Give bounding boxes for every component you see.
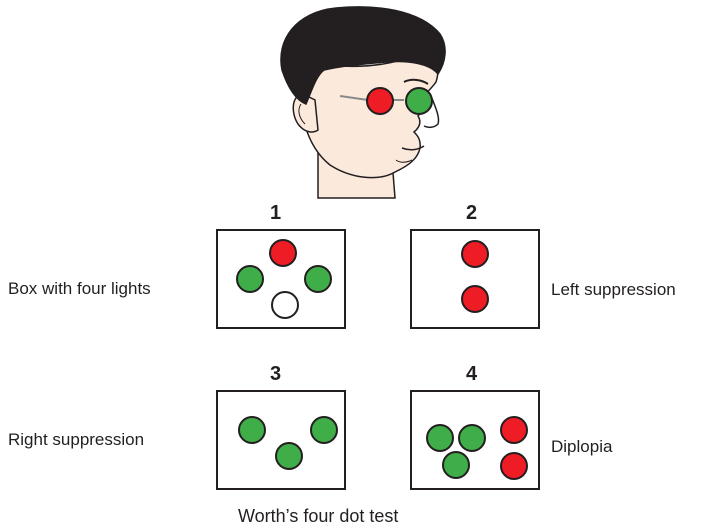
red-dot bbox=[500, 416, 528, 444]
person-wearing-red-green-glasses-icon bbox=[280, 6, 446, 199]
green-dot bbox=[238, 416, 266, 444]
panel-4-box bbox=[410, 390, 540, 490]
panel-1-number: 1 bbox=[270, 202, 282, 224]
panel-4-number: 4 bbox=[466, 363, 478, 385]
green-dot bbox=[310, 416, 338, 444]
red-dot bbox=[461, 240, 489, 268]
panel-3-box bbox=[216, 390, 346, 490]
red-dot bbox=[500, 452, 528, 480]
panel-2-box bbox=[410, 229, 540, 329]
green-dot bbox=[304, 265, 332, 293]
panel-2-label: Left suppression bbox=[551, 280, 676, 299]
green-dot bbox=[236, 265, 264, 293]
red-lens bbox=[366, 87, 394, 115]
panel-2-number: 2 bbox=[466, 202, 478, 224]
red-dot bbox=[461, 285, 489, 313]
green-dot bbox=[275, 442, 303, 470]
green-dot bbox=[458, 424, 486, 452]
nose-line bbox=[423, 95, 440, 129]
green-lens bbox=[405, 87, 433, 115]
white-dot bbox=[271, 291, 299, 319]
panel-1-label: Box with four lights bbox=[8, 279, 151, 298]
figure-caption: Worth’s four dot test bbox=[238, 506, 399, 526]
mouth-line bbox=[401, 145, 425, 151]
hair-shape bbox=[280, 6, 446, 105]
panel-1-box bbox=[216, 229, 346, 329]
red-dot bbox=[269, 239, 297, 267]
panel-3-number: 3 bbox=[270, 363, 282, 385]
panel-3-label: Right suppression bbox=[8, 430, 145, 449]
glasses-arm bbox=[339, 95, 369, 101]
green-dot bbox=[442, 451, 470, 479]
green-dot bbox=[426, 424, 454, 452]
panel-4-label: Diplopia bbox=[551, 437, 613, 456]
ear-shape bbox=[292, 94, 319, 133]
